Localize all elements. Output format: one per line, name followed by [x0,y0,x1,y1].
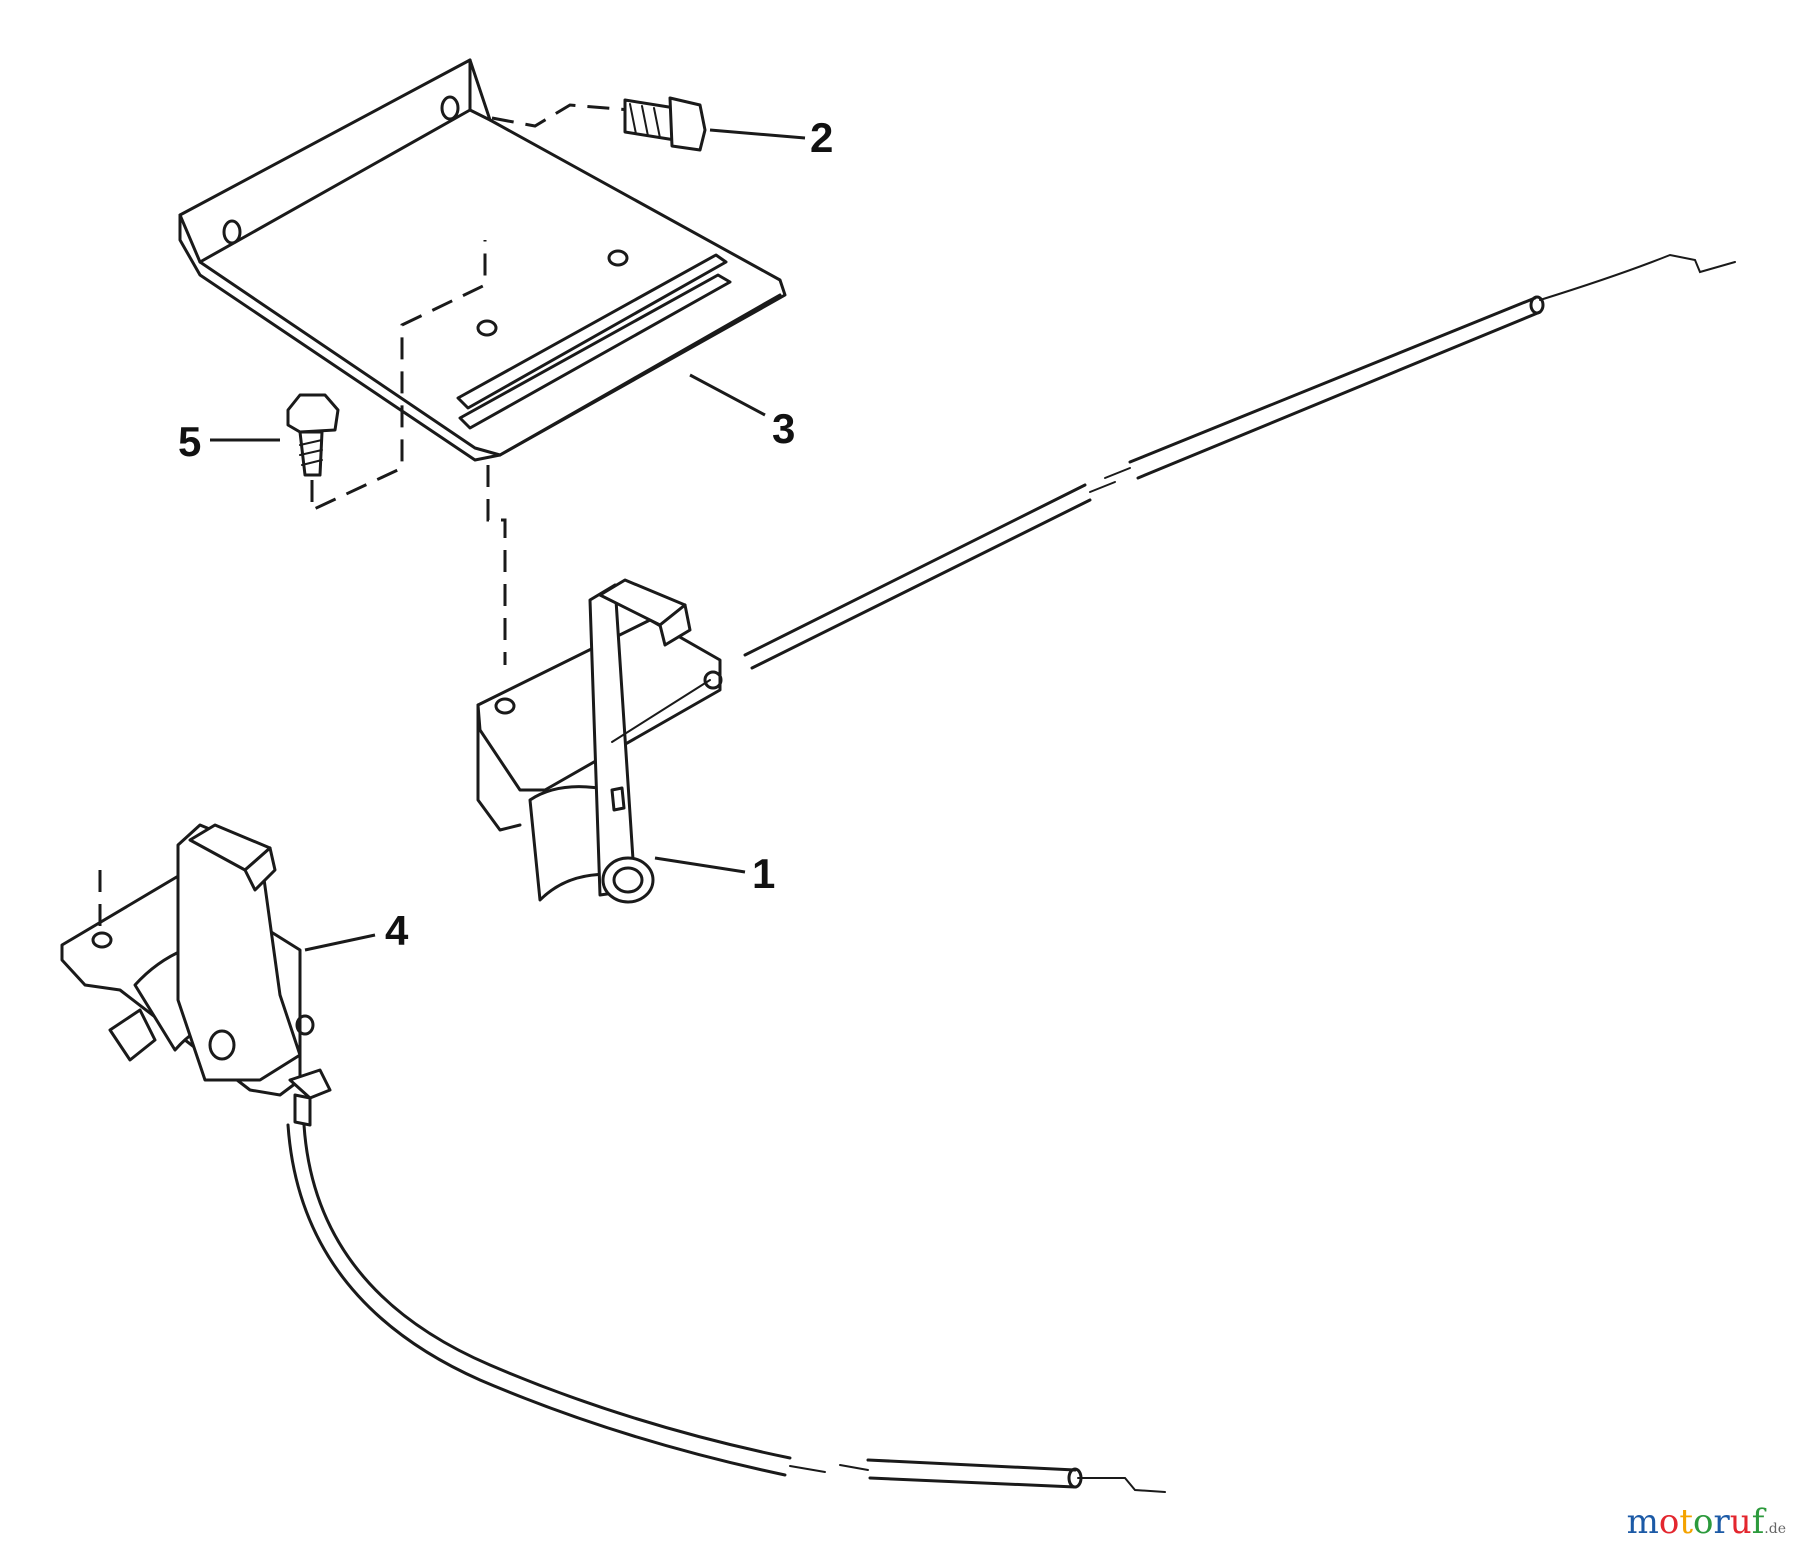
upper-control-lever [476,578,723,904]
upper-control-cable [743,253,1736,670]
watermark-letter: m [1626,1502,1659,1542]
watermark-logo: motoruf.de [1627,1502,1786,1542]
screw-bottom [286,240,487,513]
lower-control-cable [286,1123,1166,1493]
callout-2: 2 [709,114,833,161]
callout-1: 1 [654,850,775,897]
watermark-letter: o [1693,1502,1714,1542]
watermark-letter: f [1751,1502,1765,1542]
watermark-tld: .de [1764,1521,1786,1537]
watermark-letter: r [1713,1502,1730,1542]
lower-control-lever [60,823,332,1127]
callout-label-4: 4 [385,907,409,954]
screw-top [491,96,707,152]
callout-3: 3 [689,373,795,452]
watermark-letter: u [1729,1502,1752,1542]
callout-label-3: 3 [772,405,795,452]
callout-5: 5 [178,418,280,465]
callout-label-2: 2 [810,114,833,161]
assembly-dashed-line [486,465,507,665]
watermark-letter: t [1679,1502,1694,1542]
mounting-plate [178,58,787,462]
watermark-letter: o [1658,1502,1680,1542]
callout-label-1: 1 [752,850,775,897]
callout-label-5: 5 [178,418,201,465]
callout-4: 4 [304,907,409,954]
